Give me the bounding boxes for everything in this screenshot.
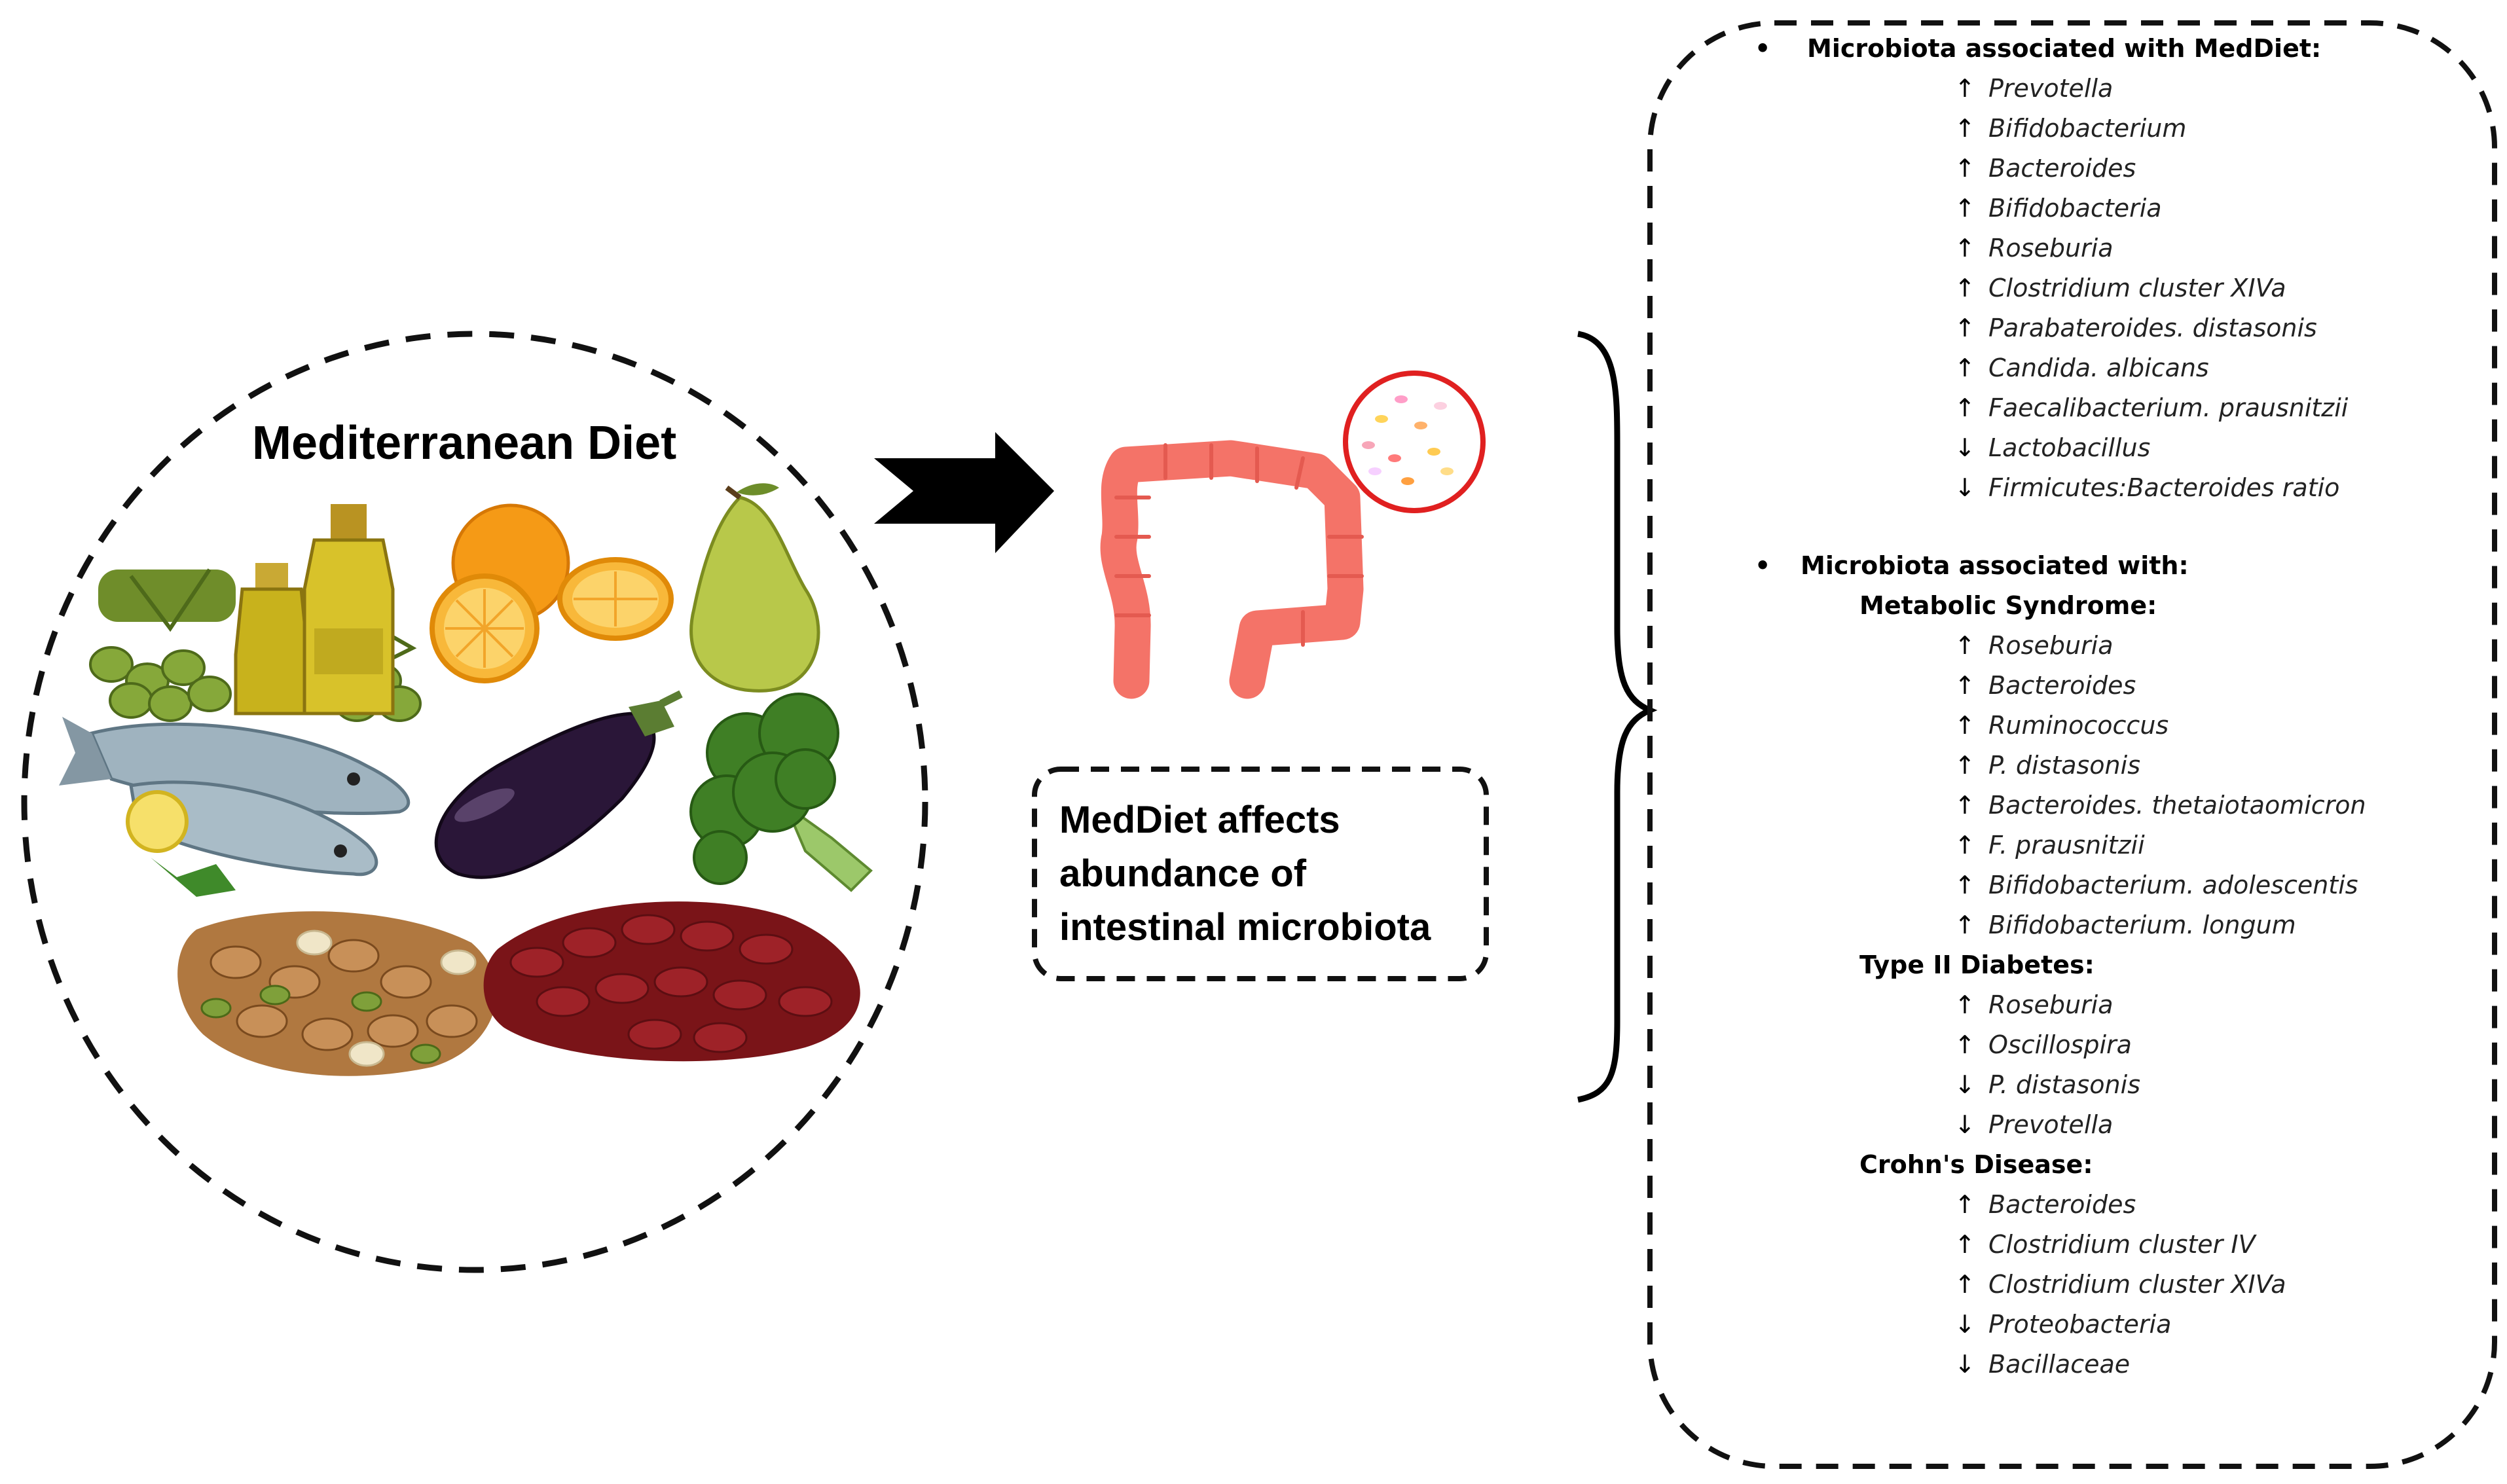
list-item: ↑Candida. albicans — [1954, 353, 2209, 382]
effect-text: MedDiet affects abundance of intestinal … — [1059, 793, 1431, 954]
pear-image — [689, 483, 820, 693]
eggplant-image — [434, 690, 683, 879]
list-item: ↑Bifidobacterium — [1954, 114, 2187, 143]
list-item: ↑Ruminococcus — [1954, 711, 2169, 740]
bullet-dot: • — [1755, 34, 1771, 63]
list-item: ↑Clostridium cluster IV — [1954, 1230, 2256, 1259]
broccoli-image — [689, 693, 873, 892]
list-item: ↑Roseburia — [1954, 990, 2114, 1019]
list-item: ↑Bacteroides — [1954, 1190, 2136, 1219]
section-header: Microbiota associated with: — [1801, 551, 2189, 580]
oranges-image — [430, 503, 674, 683]
list-item: ↑Bifidobacterium. longum — [1954, 911, 2296, 939]
group-title: Metabolic Syndrome: — [1859, 591, 2157, 620]
list-item: ↓Firmicutes:Bacteroides ratio — [1954, 473, 2340, 502]
effect-line: MedDiet affects — [1059, 799, 1340, 841]
microbiota-list-box — [1647, 20, 2497, 1469]
flow-arrow — [874, 432, 1054, 553]
list-item: ↓Bacillaceae — [1954, 1350, 2131, 1379]
effect-dashed-box — [1032, 767, 1489, 981]
beans-image — [483, 901, 860, 1062]
list-item: ↓Lactobacillus — [1954, 433, 2151, 462]
list-item: ↑Bacteroides — [1954, 671, 2136, 700]
list-item: ↑Bifidobacteria — [1954, 194, 2162, 223]
nuts-image — [177, 911, 497, 1076]
list-item: ↑P. distasonis — [1954, 751, 2140, 780]
list-item: ↑Faecalibacterium. prausnitzii — [1954, 393, 2349, 422]
list-item: ↑Clostridium cluster XIVa — [1954, 1270, 2286, 1299]
microbiota-magnifier — [1343, 371, 1486, 513]
curly-brace — [1577, 331, 1658, 1103]
list-item: ↑Bifidobacterium. adolescentis — [1954, 871, 2358, 899]
list-item: ↓Proteobacteria — [1954, 1310, 2172, 1339]
list-item: ↑Oscillospira — [1954, 1030, 2132, 1059]
group-title: Type II Diabetes: — [1859, 950, 2095, 979]
list-item: ↑Roseburia — [1954, 234, 2114, 262]
fish-image — [59, 717, 411, 897]
intestine-image — [1100, 440, 1364, 699]
list-item: ↑Roseburia — [1954, 631, 2114, 660]
section-header: Microbiota associated with MedDiet: — [1807, 34, 2322, 63]
olive-oil-image — [89, 504, 422, 722]
list-item: ↑Prevotella — [1954, 74, 2114, 103]
diet-dashed-ellipse — [21, 331, 928, 1273]
diet-title: Mediterranean Diet — [252, 417, 677, 469]
list-item: ↑F. prausnitzii — [1954, 831, 2145, 860]
bullet-dot: • — [1755, 551, 1771, 580]
effect-line: abundance of — [1059, 852, 1307, 895]
list-item: ↑Clostridium cluster XIVa — [1954, 274, 2286, 302]
list-item: ↑Parabateroides. distasonis — [1954, 314, 2317, 342]
list-item: ↓Prevotella — [1954, 1110, 2114, 1139]
list-item: ↑Bacteroides — [1954, 154, 2136, 183]
list-item: ↓P. distasonis — [1954, 1070, 2140, 1099]
group-title: Crohn's Disease: — [1859, 1150, 2093, 1179]
effect-line: intestinal microbiota — [1059, 906, 1431, 949]
list-item: ↑Bacteroides. thetaiotaomicron — [1954, 791, 2366, 820]
